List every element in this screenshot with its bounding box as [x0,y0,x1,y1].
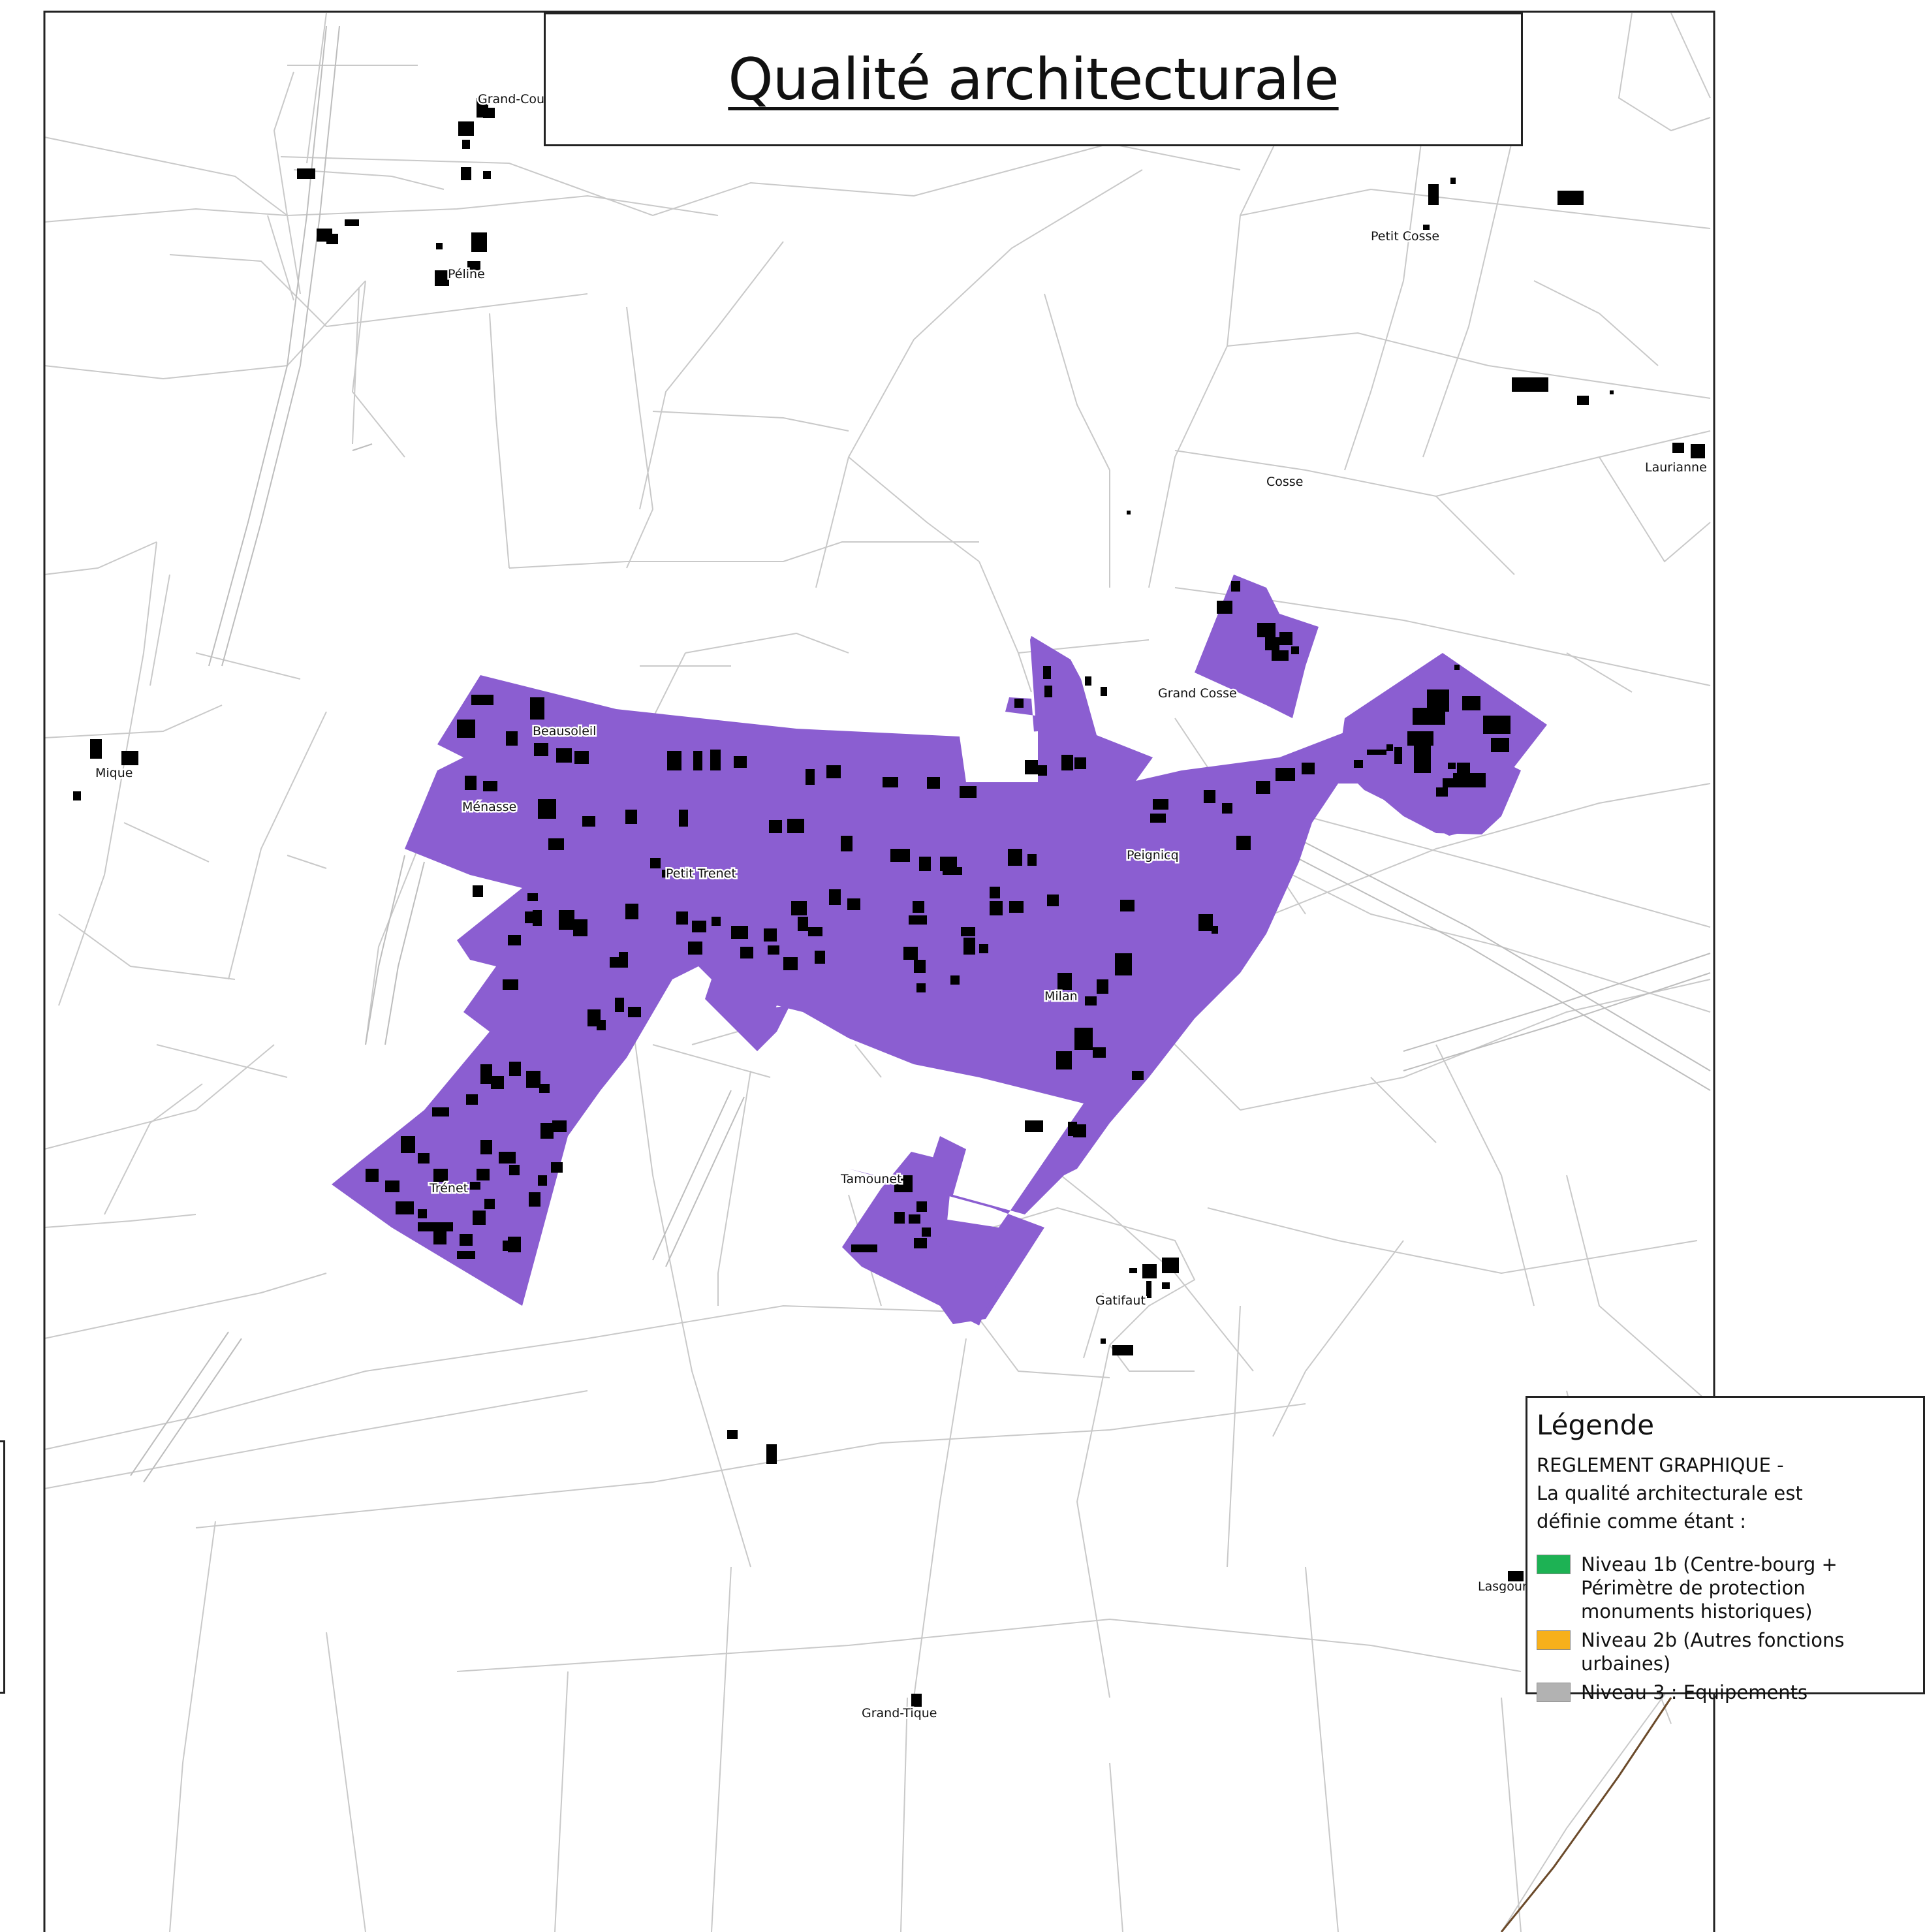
place-label-menasse: Ménasse [462,800,516,814]
legend-title: Légende [1537,1409,1655,1441]
place-label-beausoleil: Beausoleil [533,724,596,738]
place-label-milan: Milan [1044,989,1078,1004]
legend-item-niveau-1b: Niveau 1b (Centre-bourg + Périmètre de p… [1537,1553,1923,1623]
zone-notch-2 [679,978,705,1009]
legend-swatch-green [1537,1555,1571,1574]
place-label-petit-trenet: Petit Trenet [666,866,736,881]
title-box: Qualité architecturale [544,12,1523,146]
place-label-peline: Péline [448,267,485,281]
legend: Légende REGLEMENT GRAPHIQUE - La qualité… [1526,1396,1925,1703]
legend-item-label: Niveau 1b (Centre-bourg + Périmètre de p… [1581,1553,1838,1623]
legend-item-niveau-3: Niveau 3 : Equipements [1537,1681,1923,1704]
place-label-gatifaut: Gatifaut [1095,1293,1146,1308]
legend-item-label: Niveau 3 : Equipements [1581,1681,1808,1703]
legend-item-label: Niveau 2b (Autres fonctions urbaines) [1581,1629,1845,1675]
legend-intro: REGLEMENT GRAPHIQUE - La qualité archite… [1537,1454,1803,1532]
place-label-petit-cosse: Petit Cosse [1371,229,1439,244]
map-frame [43,10,1715,1932]
zone-east[interactable] [1338,653,1547,836]
page-title: Qualité architecturale [728,46,1339,113]
legend-swatch-orange [1537,1630,1571,1650]
place-label-grand-tique: Grand-Tique [862,1706,937,1720]
place-labels: Grand-Couet Péline Petit Cosse Laurianne… [94,91,1709,1722]
place-label-mique: Mique [95,766,133,780]
place-label-laurianne: Laurianne [1645,460,1707,475]
buildings [73,98,1705,1707]
place-label-trenet: Trénet [429,1181,468,1196]
place-label-grand-cosse: Grand Cosse [1158,686,1237,701]
zone-notch-1 [963,731,1038,782]
place-label-tamounet: Tamounet [840,1172,901,1186]
place-label-peignicq: Peignicq [1127,848,1179,863]
legend-item-niveau-2b: Niveau 2b (Autres fonctions urbaines) [1537,1628,1923,1675]
road-lines [130,25,1711,1483]
parcel-lines [44,12,1711,1932]
legend-swatch-grey [1537,1683,1571,1702]
overview-frame [0,1440,5,1694]
place-label-cosse: Cosse [1266,475,1303,489]
railway-line [1500,1697,1672,1932]
